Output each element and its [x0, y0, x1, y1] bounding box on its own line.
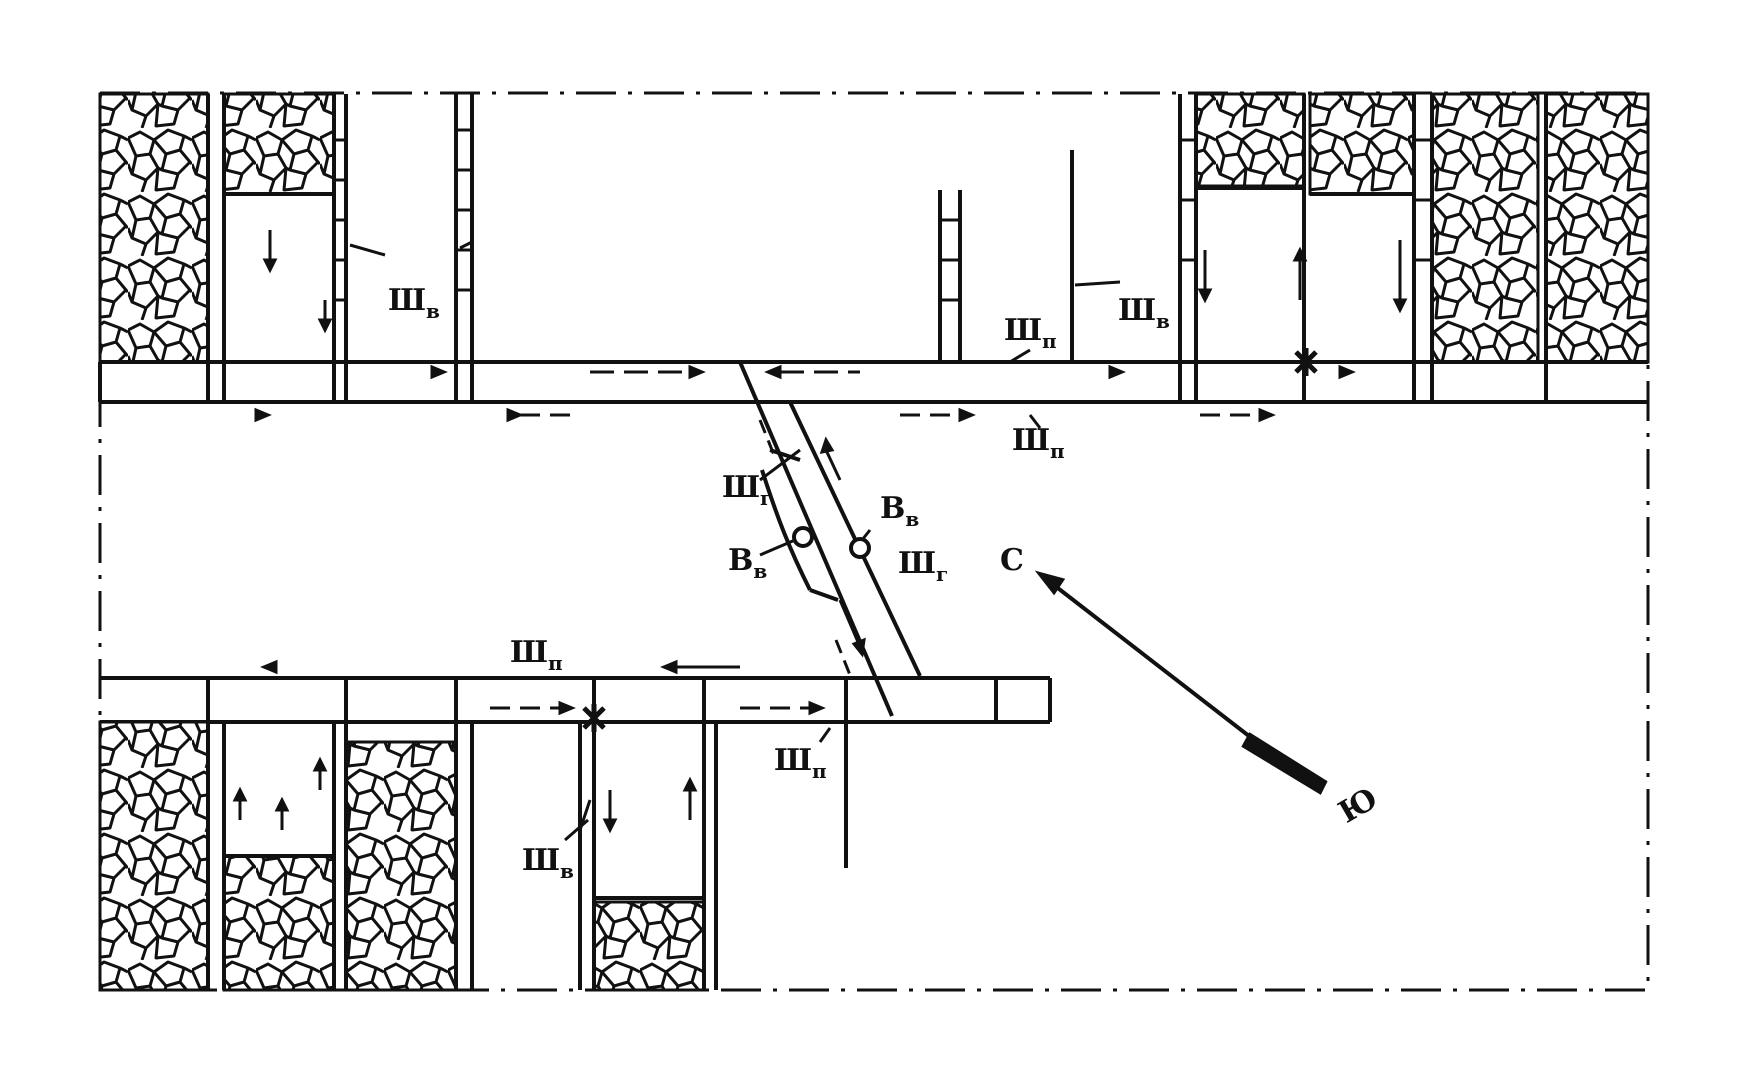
- diagram-labels: Шв Шв Шв Шп Шп Шп Шп Шг Шг Вв Вв С Ю: [388, 283, 1384, 883]
- label-shaft-v-3: Шв: [522, 843, 574, 883]
- inclined-crosscut: [738, 361, 922, 717]
- explosion-markers: [582, 348, 1318, 732]
- label-shaft-p-2: Шп: [1012, 423, 1065, 463]
- upper-airflow-arrows: [254, 230, 1408, 423]
- lower-rock-zones: [98, 720, 706, 992]
- frame-border: [98, 91, 1650, 992]
- compass-north-label: С: [1000, 543, 1024, 578]
- lower-drift: [100, 676, 1052, 724]
- label-shaft-g-2: Шг: [898, 546, 948, 586]
- ventilation-doors: [792, 526, 871, 559]
- label-shaft-p-3: Шп: [510, 635, 563, 675]
- lower-airflow-arrows: [232, 659, 826, 834]
- label-vent-door-2: Вв: [880, 491, 919, 531]
- compass-south-label: Ю: [1333, 781, 1384, 831]
- crosscut-arrows: [758, 419, 866, 681]
- upper-raises: [206, 94, 1548, 402]
- lower-raises: [206, 678, 848, 990]
- upper-drift: [98, 360, 1648, 404]
- label-shaft-p-1: Шп: [1004, 313, 1057, 353]
- label-shaft-p-4: Шп: [774, 743, 827, 783]
- label-leaders: [349, 240, 1121, 842]
- compass-arrow: [1034, 570, 1328, 795]
- label-shaft-v-1: Шв: [388, 283, 440, 323]
- upper-ladders: [334, 128, 1432, 302]
- label-vent-door-1: Вв: [728, 543, 767, 583]
- label-shaft-v-2: Шв: [1118, 293, 1170, 333]
- label-shaft-g-1: Шг: [722, 470, 772, 510]
